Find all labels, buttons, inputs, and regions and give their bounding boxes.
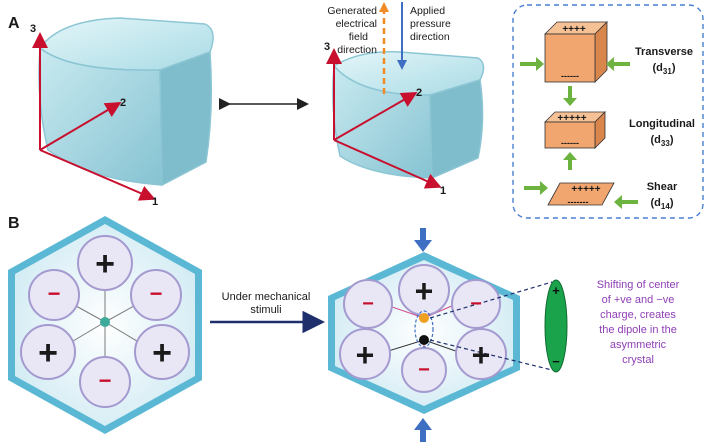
compression-arrow-top bbox=[414, 228, 432, 252]
axis2-label-2: 2 bbox=[416, 87, 422, 99]
shear-bottom-charge: ------- bbox=[568, 197, 589, 207]
crystal-cube-compressed bbox=[332, 51, 485, 180]
shear-mode-block bbox=[547, 182, 615, 206]
stimuli-label-line2: stimuli bbox=[250, 304, 281, 316]
hex1-minus-bottom: − bbox=[99, 368, 112, 393]
applied-pressure-line1: Applied bbox=[410, 5, 445, 17]
hex2-minus-right: − bbox=[470, 293, 482, 315]
hex2-plus-right: + bbox=[472, 337, 491, 373]
longitudinal-top-charge: +++++ bbox=[557, 113, 586, 124]
dipole-minus: − bbox=[552, 354, 560, 369]
transverse-top-charge: ++++ bbox=[562, 24, 586, 35]
transverse-mode-block bbox=[544, 21, 608, 83]
axis-label-2: 2 bbox=[120, 97, 126, 109]
hexagon-unit-cell-strained bbox=[328, 252, 553, 414]
dipole-desc-6: crystal bbox=[622, 354, 654, 366]
dipole-desc-3: charge, creates bbox=[600, 309, 676, 321]
green-arrow-up bbox=[563, 152, 577, 170]
generated-field-line1: Generated bbox=[327, 5, 377, 17]
axes-cube2 bbox=[326, 48, 442, 189]
hex2-minus-bottom: − bbox=[418, 359, 430, 381]
longitudinal-bottom-charge: ------ bbox=[561, 138, 579, 148]
shear-top-charge: +++++ bbox=[571, 184, 600, 195]
hex2-plus-top: + bbox=[415, 273, 434, 309]
shear-label: Shear bbox=[647, 181, 678, 193]
stimuli-label-line1: Under mechanical bbox=[222, 291, 311, 303]
hex1-minus-right: − bbox=[150, 281, 163, 306]
hex1-minus-left: − bbox=[48, 281, 61, 306]
dipole-plus: + bbox=[552, 283, 560, 298]
piezo-modes-box bbox=[512, 4, 704, 219]
applied-pressure-line3: direction bbox=[410, 31, 450, 43]
applied-pressure-line2: pressure bbox=[410, 18, 451, 30]
dipole-desc-1: Shifting of center bbox=[597, 279, 680, 291]
panel-b-label: B bbox=[8, 215, 20, 232]
axis-label-1: 1 bbox=[152, 196, 158, 208]
longitudinal-mode-block bbox=[544, 111, 606, 149]
transverse-coef: (d31) bbox=[653, 62, 676, 76]
shear-coef: (d14) bbox=[651, 197, 674, 211]
axis-label-3: 3 bbox=[30, 23, 36, 35]
transverse-bottom-charge: ------ bbox=[561, 71, 579, 81]
green-arrow-right-transverse bbox=[606, 57, 630, 71]
hex1-plus-top: + bbox=[95, 245, 115, 283]
longitudinal-label: Longitudinal bbox=[629, 118, 695, 130]
hexagon-unit-cell-symmetric bbox=[8, 216, 202, 434]
axis2-label-1: 1 bbox=[440, 185, 446, 197]
green-arrow-left-transverse bbox=[520, 57, 544, 71]
green-arrow-down bbox=[563, 86, 577, 106]
dipole-ellipse bbox=[544, 279, 568, 373]
hex1-plus-left: + bbox=[38, 334, 58, 372]
hex1-plus-right: + bbox=[152, 334, 172, 372]
dipole-desc-4: the dipole in the bbox=[599, 324, 677, 336]
longitudinal-coef: (d33) bbox=[651, 134, 674, 148]
panel-a-label: A bbox=[8, 15, 20, 32]
green-arrow-shear-right bbox=[524, 181, 548, 195]
hex2-plus-left: + bbox=[356, 337, 375, 373]
dipole-desc-5: asymmetric bbox=[610, 339, 667, 351]
generated-field-arrowhead bbox=[379, 2, 389, 12]
applied-pressure-arrowhead bbox=[397, 60, 407, 70]
hex2-minus-left: − bbox=[362, 293, 374, 315]
dipole-desc-2: of +ve and −ve bbox=[602, 294, 675, 306]
compression-arrow-bottom bbox=[414, 418, 432, 442]
axes-cube1 bbox=[32, 32, 156, 201]
transverse-label: Transverse bbox=[635, 46, 693, 58]
green-arrow-shear-left bbox=[614, 195, 638, 209]
generated-field-line4: direction bbox=[337, 44, 377, 56]
axis2-label-3: 3 bbox=[324, 41, 330, 53]
generated-field-line3: field bbox=[349, 31, 368, 43]
generated-field-line2: electrical bbox=[336, 18, 377, 30]
